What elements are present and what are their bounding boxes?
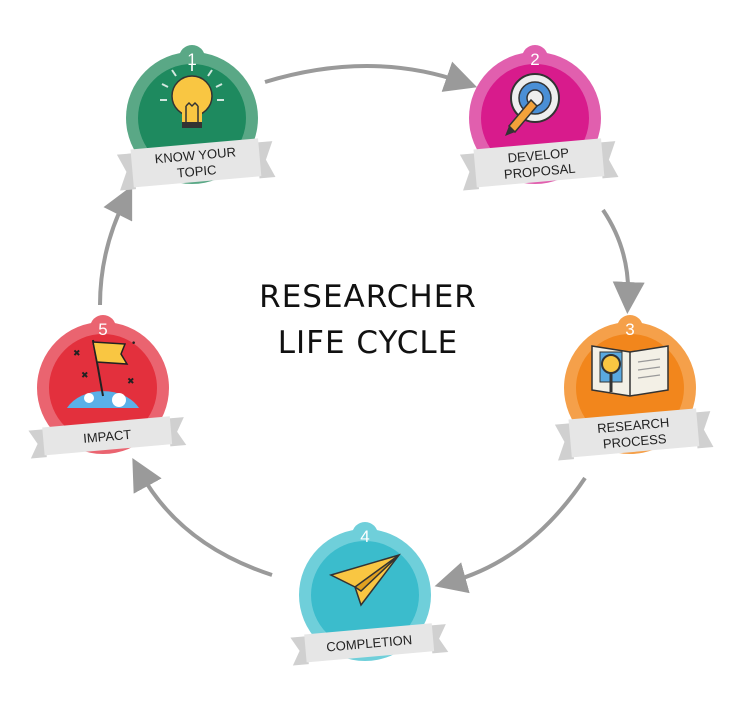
step-number: 2 [530, 50, 539, 69]
label-ribbon: COMPLETION [290, 623, 449, 666]
svg-text:✖: ✖ [127, 377, 135, 387]
step-label-line: KNOW YOUR [154, 144, 236, 166]
arrow-1-to-2 [264, 61, 478, 92]
book-magnifier-icon [591, 345, 669, 397]
step-label-line: PROCESS [602, 431, 667, 452]
svg-text:✖: ✖ [81, 371, 89, 381]
step-label-line: PROPOSAL [503, 161, 576, 182]
arrow-4-to-5 [132, 457, 273, 577]
step-label-line: RESEARCH [597, 415, 670, 436]
diagram-title-line-2: LIFE CYCLE [278, 325, 459, 361]
badge-inner-circle [49, 334, 157, 442]
arrow-3-to-4 [434, 476, 587, 594]
target-pencil-icon [505, 73, 560, 136]
step-number: 5 [98, 320, 107, 339]
step-label-line: TOPIC [176, 162, 217, 180]
lightbulb-icon [160, 64, 224, 128]
label-ribbon: IMPACT [28, 416, 187, 459]
diagram-title-line-1: RESEARCHER [259, 279, 477, 315]
step-label-line: IMPACT [83, 427, 132, 446]
flag-planet-icon: ✖ ✖ ✖ • [67, 339, 139, 408]
step-number: 4 [360, 527, 369, 546]
step-number: 3 [625, 320, 634, 339]
step-label-line: DEVELOP [507, 145, 569, 165]
step-5-badge: 5 ✖ ✖ ✖ • IMPACT [28, 315, 187, 459]
step-4-badge: 4 COMPLETION [290, 522, 449, 666]
arrow-5-to-1 [98, 185, 133, 306]
step-label-line: COMPLETION [326, 632, 413, 654]
arrow-2-to-3 [601, 208, 645, 314]
cycle-arrows [98, 61, 645, 594]
step-number: 1 [187, 50, 196, 69]
paper-plane-icon [328, 553, 401, 607]
svg-text:•: • [131, 339, 136, 349]
svg-text:✖: ✖ [73, 349, 81, 359]
